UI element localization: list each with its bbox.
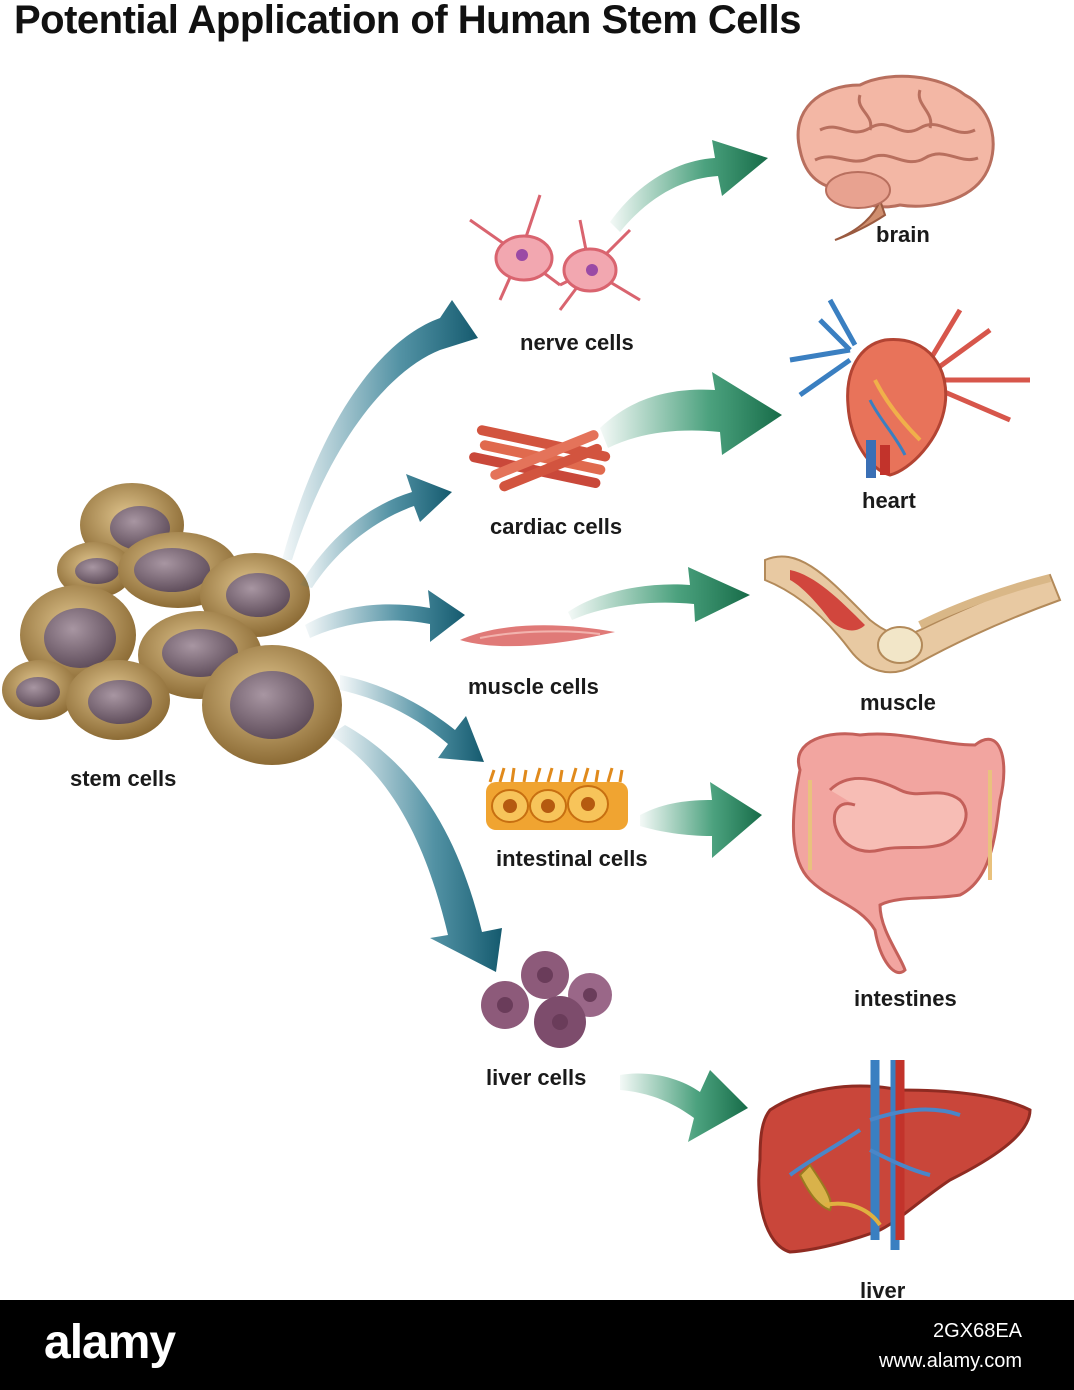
intestines-illustration (792, 732, 1006, 974)
arrow-to-intestinal-cells (340, 675, 484, 762)
cardiac-cells-label: cardiac cells (490, 514, 623, 539)
watermark-bar (0, 1300, 1074, 1390)
watermark-logo: alamy (44, 1316, 176, 1369)
liver-label: liver (860, 1278, 906, 1303)
arrow-to-muscle (568, 567, 750, 622)
page-title: Potential Application of Human Stem Cell… (14, 0, 802, 42)
image-id: 2GX68EA (933, 1320, 1022, 1342)
intestines-label: intestines (854, 986, 957, 1011)
arrow-to-heart (600, 372, 782, 455)
muscle-cells-label: muscle cells (468, 674, 599, 699)
blue-arrows (282, 300, 502, 972)
nerve-cells-illustration (469, 194, 641, 311)
cardiac-cells-illustration (469, 425, 611, 492)
muscle-label: muscle (860, 690, 936, 715)
heart-illustration (789, 298, 1030, 478)
diagram-graphics (2, 74, 1062, 1254)
liver-cells-illustration (481, 951, 612, 1048)
muscle-illustration (764, 555, 1062, 674)
arrow-to-cardiac-cells (300, 474, 452, 588)
liver-illustration (757, 1060, 1032, 1254)
brain-label: brain (876, 222, 930, 247)
arrow-to-liver (620, 1070, 748, 1142)
arrow-to-brain (610, 140, 768, 232)
watermark-url: www.alamy.com (879, 1350, 1022, 1372)
arrow-to-intestines (640, 782, 762, 858)
brain-illustration (796, 74, 995, 241)
heart-label: heart (862, 488, 916, 513)
arrow-to-nerve-cells (282, 300, 478, 560)
diagram: Potential Application of Human Stem Cell… (2, 0, 1062, 1303)
muscle-cell-illustration (460, 625, 615, 647)
stem-cells-illustration (2, 483, 342, 765)
liver-cells-label: liver cells (486, 1065, 587, 1090)
arrow-to-muscle-cells (305, 590, 465, 642)
intestinal-cells-label: intestinal cells (496, 846, 648, 871)
arrow-to-liver-cells (330, 725, 502, 972)
green-arrows (568, 140, 782, 1142)
nerve-cells-label: nerve cells (520, 330, 634, 355)
stem-cells-label: stem cells (70, 766, 177, 791)
intestinal-cells-illustration (486, 767, 628, 830)
